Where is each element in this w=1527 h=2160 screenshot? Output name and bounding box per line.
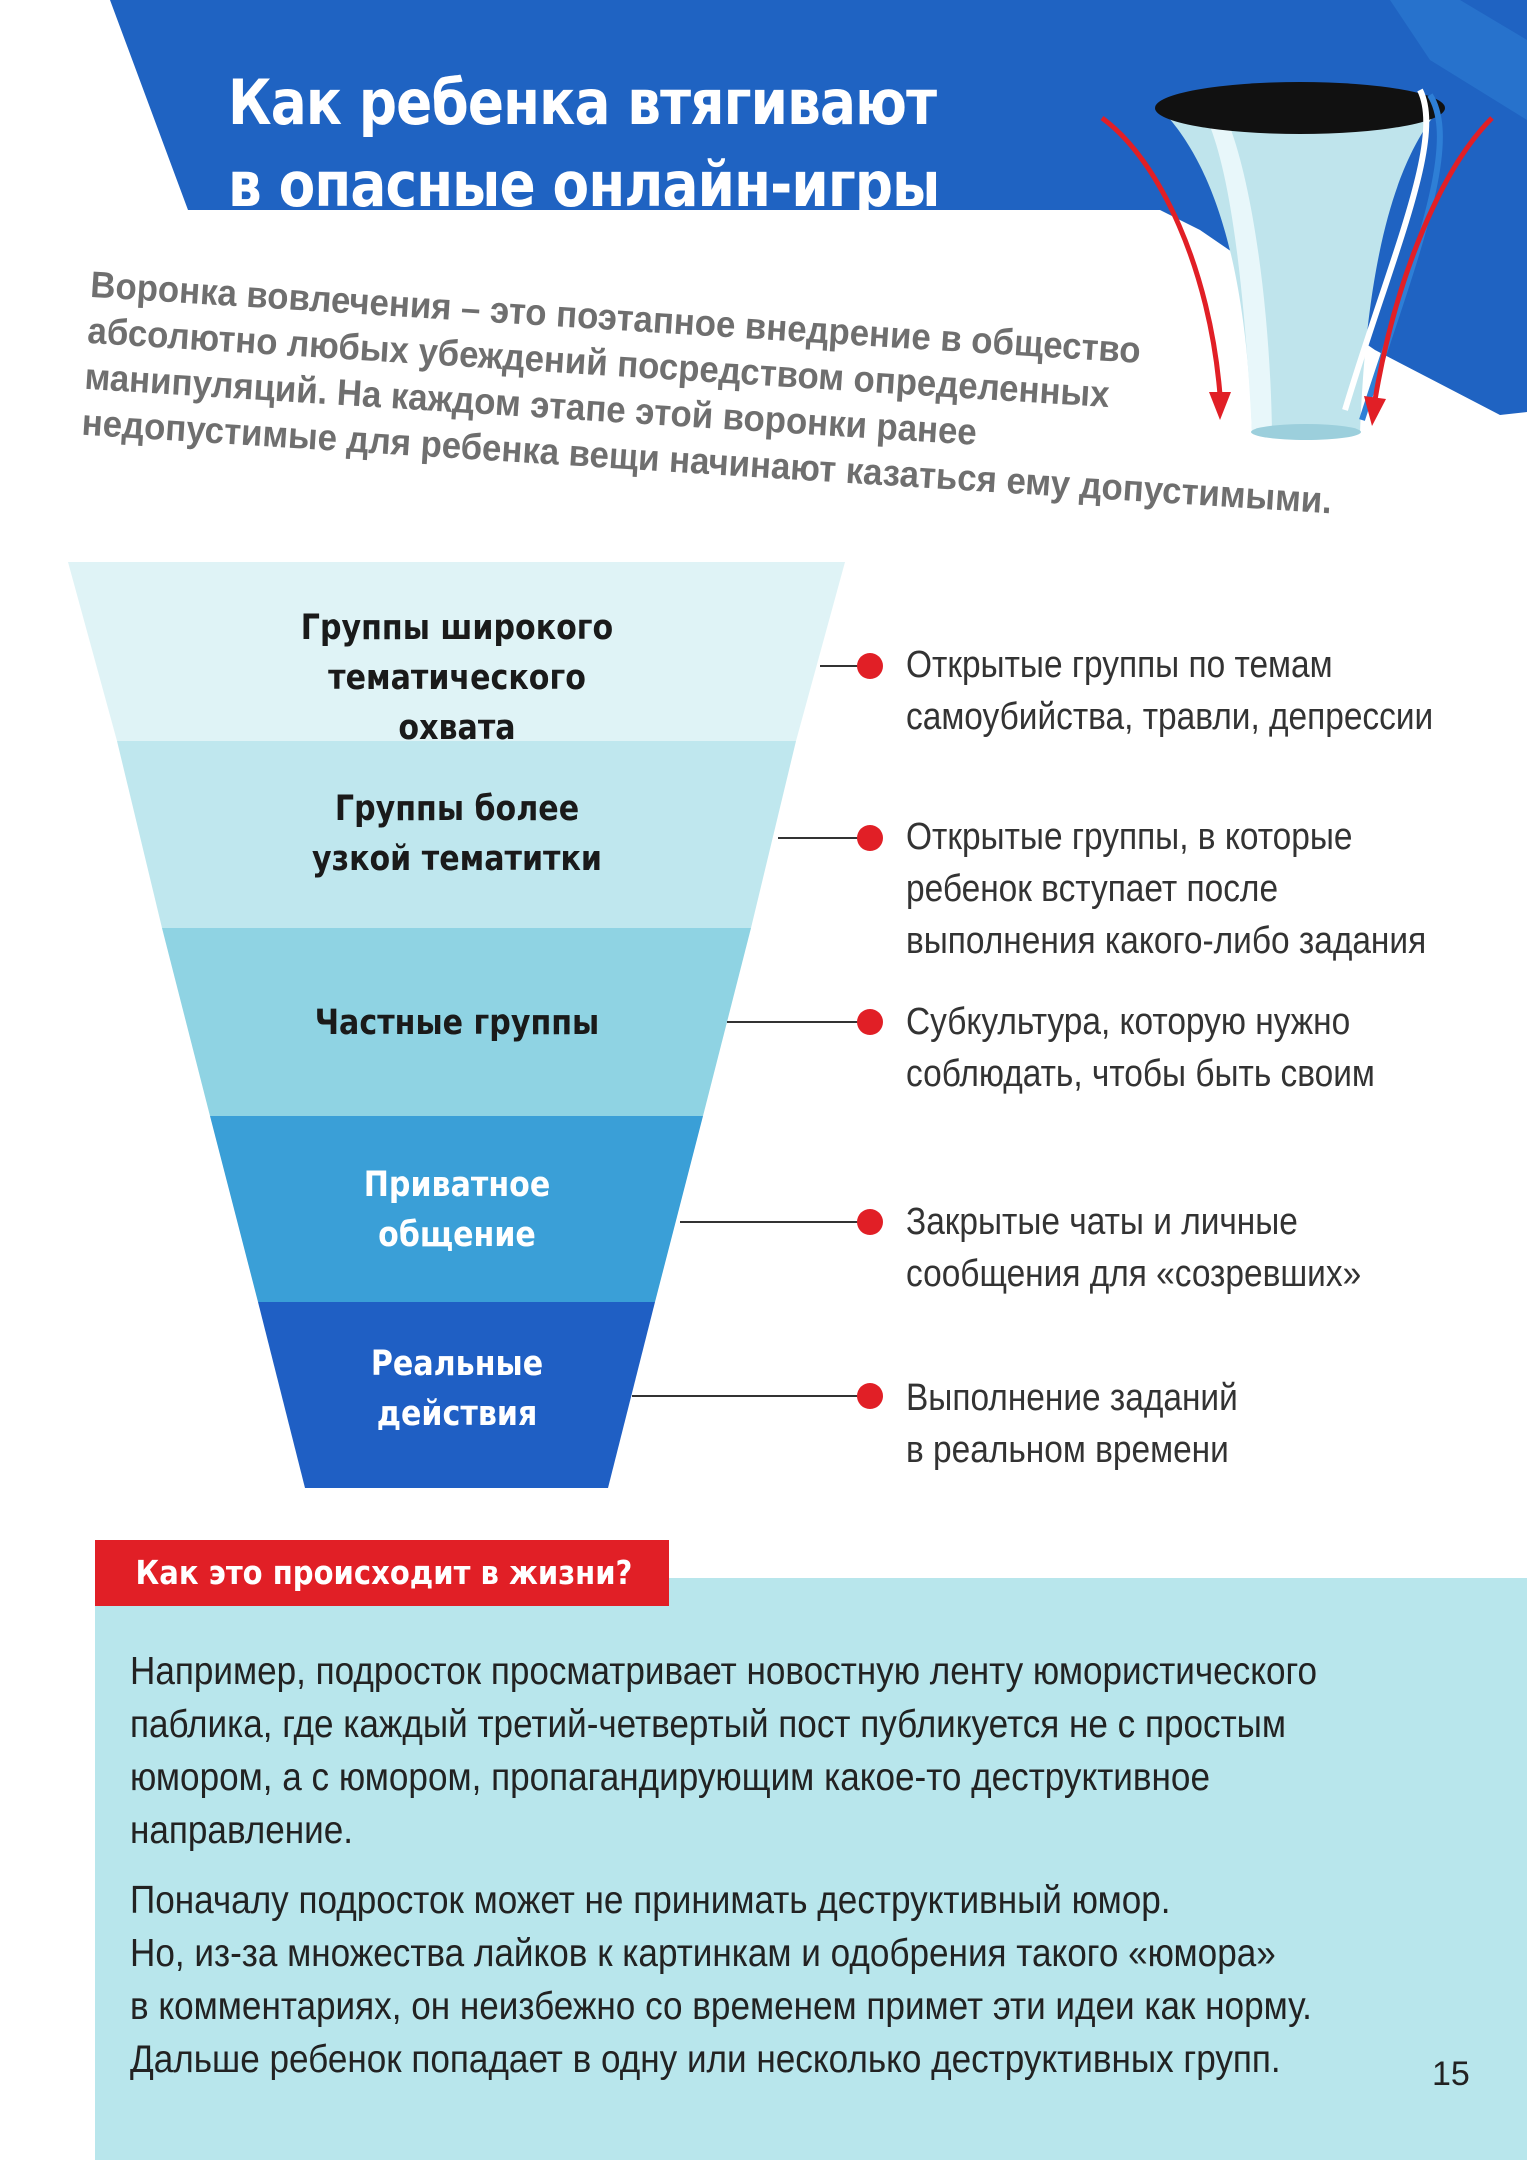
connector-4 [680, 1209, 883, 1235]
funnel-stage-2 [117, 741, 796, 928]
stage-3-description: Субкультура, которую нужно соблюдать, чт… [906, 996, 1434, 1100]
label-line: Приватное [363, 1165, 551, 1205]
example-paragraph-1: Например, подросток просматривает новост… [130, 1645, 1318, 1857]
funnel-diagram [68, 562, 883, 1488]
label-line: тематического охвата [328, 658, 586, 748]
description-line: ребенок вступает после [906, 868, 1279, 910]
funnel-stage-3 [162, 928, 751, 1116]
bullet-dot [857, 1383, 883, 1409]
funnel-stage-1 [68, 562, 845, 741]
title-line-1: Как ребенка втягивают [228, 66, 937, 139]
label-line: общение [378, 1215, 536, 1255]
paragraph-line: Например, подросток просматривает новост… [130, 1650, 1318, 1693]
title-line-2: в опасные онлайн-игры [228, 148, 940, 221]
description-line: сообщения для «созревших» [906, 1253, 1362, 1295]
page-title: Как ребенка втягивают в опасные онлайн-и… [228, 62, 940, 226]
description-line: выполнения какого-либо задания [906, 920, 1427, 962]
funnel-stage-5 [258, 1302, 655, 1488]
paragraph-line: Поначалу подросток может не принимать де… [130, 1879, 1171, 1922]
description-line: Закрытые чаты и личные [906, 1201, 1298, 1243]
page-number: 15 [1432, 2055, 1470, 2093]
funnel-stage-5-label: Реальные действия [268, 1339, 646, 1439]
header-white-stripe [1390, 0, 1527, 120]
example-paragraph-2: Поначалу подросток может не принимать де… [130, 1874, 1312, 2086]
stage-4-description: Закрытые чаты и личные сообщения для «со… [906, 1196, 1434, 1300]
funnel-stage-2-label: Группы более узкой тематитки [268, 784, 646, 884]
label-line: действия [376, 1394, 538, 1434]
funnel-stage-4 [210, 1116, 703, 1302]
funnel-stage-1-label: Группы широкого тематического охвата [268, 603, 646, 753]
paragraph-line: в комментариях, он неизбежно со временем… [130, 1985, 1312, 2028]
paragraph-line: юмором, а с юмором, пропагандирующим как… [130, 1756, 1210, 1799]
header-band [110, 0, 1527, 440]
connector-1 [820, 653, 883, 679]
connector-3 [727, 1009, 883, 1035]
arrow-white [1342, 88, 1430, 411]
stage-5-description: Выполнение заданий в реальном времени [906, 1372, 1434, 1476]
description-line: Субкультура, которую нужно [906, 1001, 1351, 1043]
example-box [95, 1578, 1527, 2160]
description-line: Выполнение заданий [906, 1377, 1238, 1419]
stage-2-description: Открытые группы, в которые ребенок вступ… [906, 811, 1434, 967]
label-line: Частные группы [314, 1003, 600, 1043]
description-line: Открытые группы по темам [906, 644, 1333, 686]
label-line: Группы более [334, 789, 580, 829]
bullet-dot [857, 1209, 883, 1235]
example-heading: Как это происходит в жизни? [95, 1540, 669, 1606]
funnel-stage-3-label: Частные группы [268, 998, 646, 1048]
description-line: в реальном времени [906, 1429, 1229, 1471]
funnel-stage-4-label: Приватное общение [268, 1160, 646, 1260]
paragraph-line: Но, из-за множества лайков к картинкам и… [130, 1932, 1276, 1975]
paragraph-line: направление. [130, 1809, 354, 1852]
label-line: Группы широкого [300, 608, 614, 648]
label-line: Реальные [370, 1344, 544, 1384]
funnel-illustration [1155, 82, 1445, 440]
stage-1-description: Открытые группы по темам самоубийства, т… [906, 639, 1434, 743]
description-line: самоубийства, травли, депрессии [906, 696, 1434, 738]
example-heading-text: Как это происходит в жизни? [135, 1553, 633, 1592]
label-line: узкой тематитки [311, 839, 603, 879]
bullet-dot [857, 1009, 883, 1035]
arrow-red-left [1100, 115, 1231, 420]
description-line: Открытые группы, в которые [906, 816, 1353, 858]
bullet-dot [857, 653, 883, 679]
connector-2 [778, 825, 883, 851]
arrow-red-right [1364, 116, 1494, 426]
connector-5 [632, 1383, 883, 1409]
bullet-dot [857, 825, 883, 851]
description-line: соблюдать, чтобы быть своим [906, 1053, 1375, 1095]
paragraph-line: паблика, где каждый третий-четвертый пос… [130, 1703, 1287, 1746]
paragraph-line: Дальше ребенок попадает в одну или неско… [130, 2038, 1281, 2081]
